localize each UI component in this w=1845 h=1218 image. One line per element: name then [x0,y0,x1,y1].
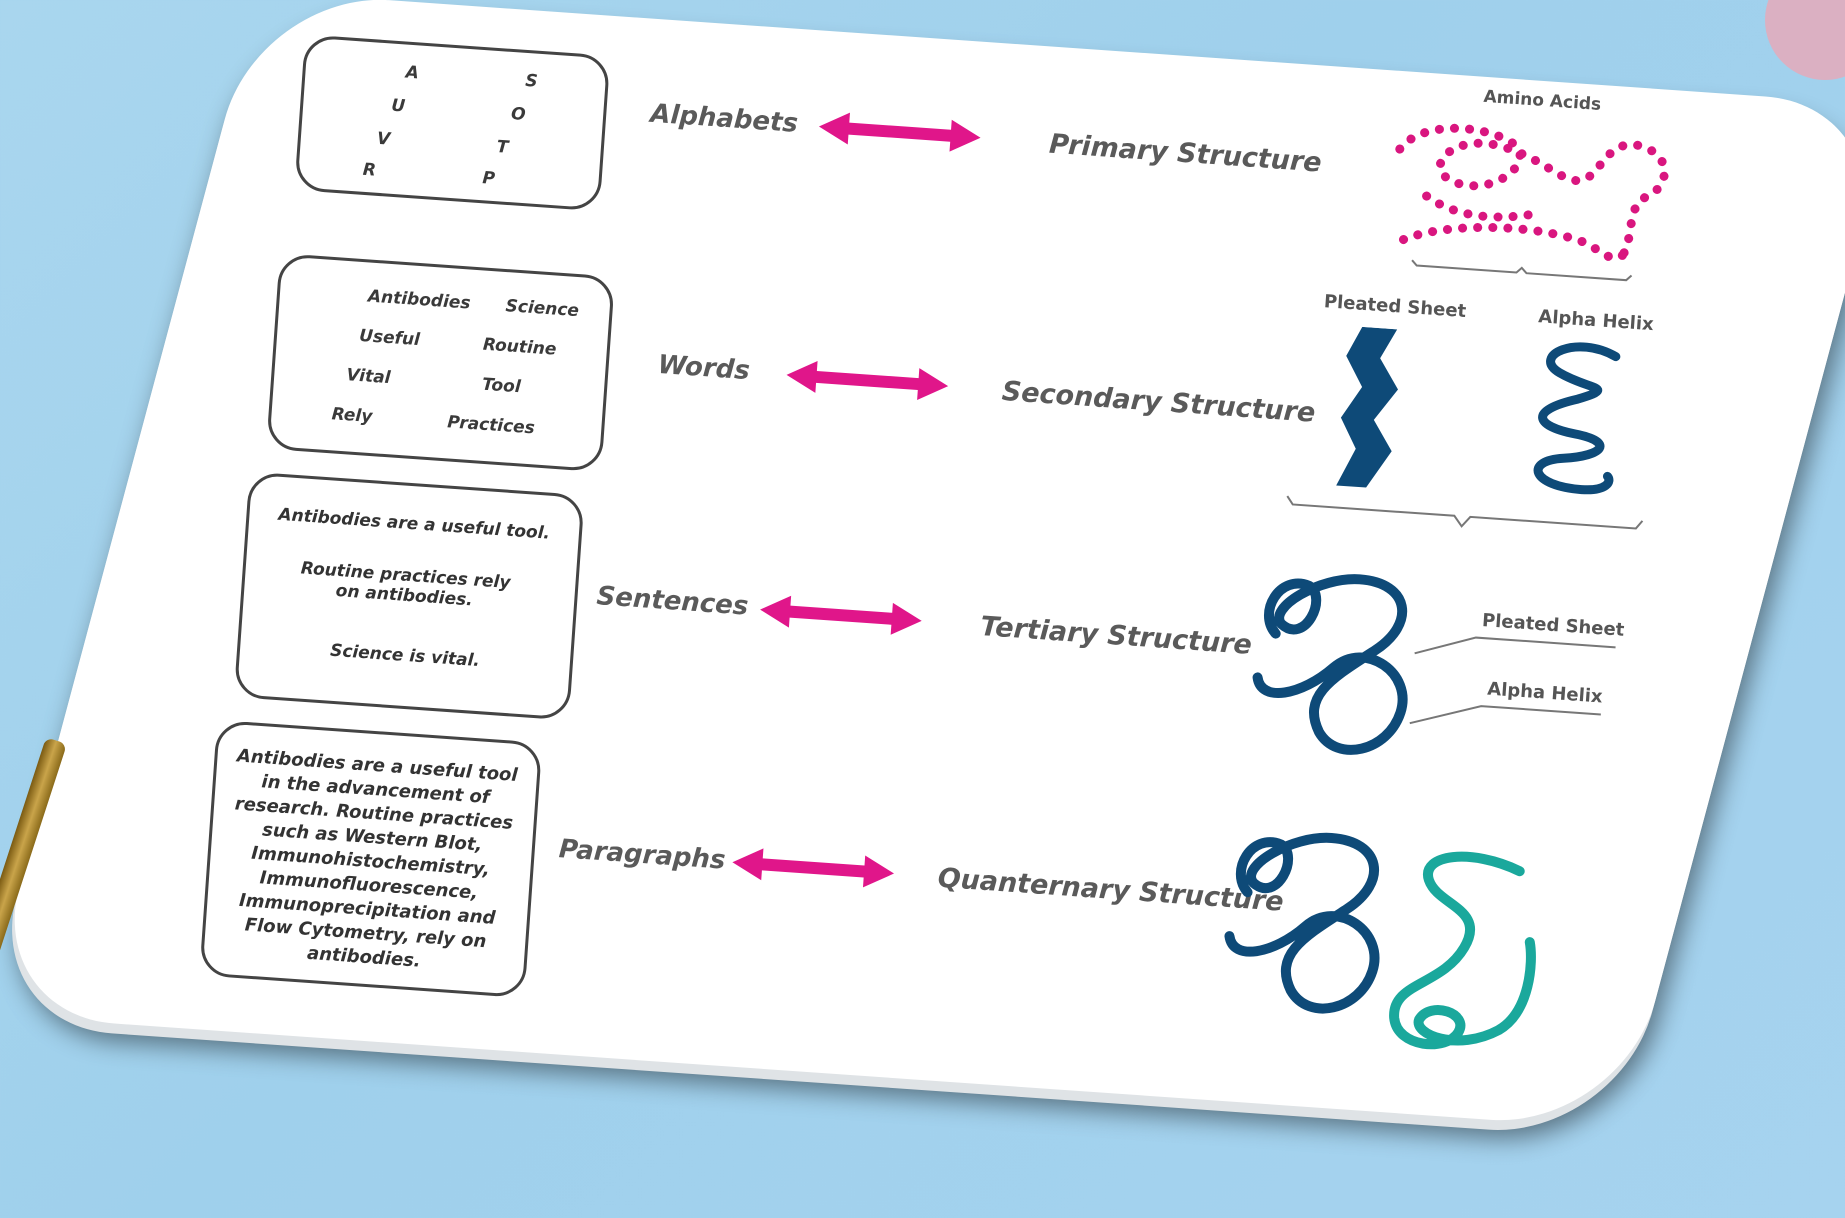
label-words: Words [656,349,751,387]
alpha-helix-icon [1533,342,1621,495]
alphabet-box: A S U O V T R P [294,34,611,212]
paragraph-box: Antibodies are a useful tool in the adva… [199,719,543,999]
word-item: Routine [482,334,558,360]
paragraph-text: Antibodies are a useful tool in the adva… [234,745,519,972]
alphabet-letter: O [510,104,527,125]
pleated-sheet-label: Pleated Sheet [1323,291,1467,323]
label-tertiary-structure: Tertiary Structure [979,611,1253,661]
alphabet-letter: T [496,137,510,158]
diagram-card: A S U O V T R P Alphabets Primary Struct… [86,0,1795,1129]
word-item: Vital [345,365,392,389]
quaternary-fold-icon [1224,832,1536,1050]
label-primary-structure: Primary Structure [1048,128,1323,179]
diagram-content: A S U O V T R P Alphabets Primary Struct… [86,0,1795,1129]
word-item: Tool [481,374,522,398]
alphabet-letter: R [362,159,377,181]
word-item: Practices [446,412,536,439]
sentence-item: Antibodies are a useful tool. [277,504,551,544]
word-item: Rely [330,404,373,428]
corner-decoration [1765,0,1845,80]
label-alphabets: Alphabets [649,98,799,139]
alphabet-letter: A [405,62,420,84]
sentences-box: Antibodies are a useful tool. Routine pr… [233,471,585,721]
pleated-sheet-icon [1336,326,1399,488]
amino-chain-icon [1395,123,1669,282]
alphabet-letter: U [390,95,406,117]
double-arrow-icon [760,595,922,635]
word-item: Science [504,296,580,322]
tertiary-fold-icon [1252,574,1408,755]
label-paragraphs: Paragraphs [557,834,727,876]
label-secondary-structure: Secondary Structure [1000,375,1317,429]
sentence-item: Routine practices rely on antibodies. [300,558,512,611]
double-arrow-icon [786,360,949,401]
label-sentences: Sentences [595,581,750,622]
amino-acids-label: Amino Acids [1482,86,1602,115]
alphabet-letter: S [524,70,539,92]
alphabet-letter: V [376,128,391,150]
word-item: Antibodies [367,286,472,314]
alpha-helix-label: Alpha Helix [1537,306,1655,336]
word-item: Useful [358,325,421,351]
alphabet-letter: P [481,168,496,190]
double-arrow-icon [732,848,895,888]
sentence-item: Science is vital. [329,640,481,672]
words-box: Antibodies Science Useful Routine Vital … [266,253,615,473]
secondary-brace-icon [1286,495,1644,530]
tertiary-leader-lines [1409,636,1616,725]
double-arrow-icon [818,112,981,152]
